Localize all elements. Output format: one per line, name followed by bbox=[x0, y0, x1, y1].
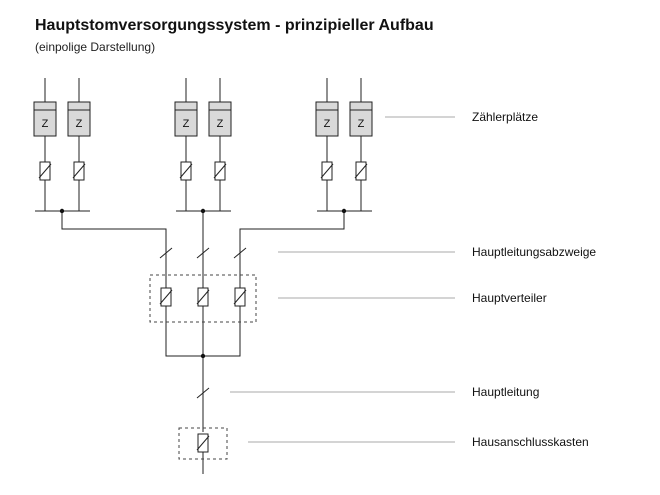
meter-fuses bbox=[38, 161, 368, 181]
leader-lines bbox=[230, 116, 455, 443]
meter-symbol: Z bbox=[324, 118, 331, 130]
meter-1: Z bbox=[33, 101, 57, 137]
label-main-distributor: Hauptverteiler bbox=[472, 291, 547, 305]
fuse-icon bbox=[233, 287, 247, 307]
label-meter-places: Zählerplätze bbox=[472, 110, 538, 124]
meter-3: Z bbox=[174, 101, 198, 137]
fuse-icon bbox=[320, 161, 334, 181]
label-branches: Hauptleitungsabzweige bbox=[472, 245, 596, 259]
fuse-icon bbox=[72, 161, 86, 181]
diagram-subtitle: (einpolige Darstellung) bbox=[35, 40, 156, 54]
meter-5: Z bbox=[315, 101, 339, 137]
diagram-title: Hauptstomversorgungssystem - prinzipiell… bbox=[35, 17, 434, 34]
fuse-icon bbox=[196, 287, 210, 307]
meter-2: Z bbox=[67, 101, 91, 137]
fuse-icon bbox=[213, 161, 227, 181]
label-house-connection-box: Hausanschlusskasten bbox=[472, 435, 589, 449]
meter-symbol: Z bbox=[217, 118, 224, 130]
meter-symbol: Z bbox=[358, 118, 365, 130]
label-main-line: Hauptleitung bbox=[472, 385, 539, 399]
fuse-icon bbox=[196, 433, 210, 453]
junction-dots bbox=[59, 208, 347, 359]
meter-4: Z bbox=[208, 101, 232, 137]
meter-places: Z Z Z Z Z Z bbox=[33, 101, 373, 137]
main-distributor bbox=[149, 274, 257, 323]
fuse-icon bbox=[354, 161, 368, 181]
fuse-icon bbox=[179, 161, 193, 181]
meter-6: Z bbox=[349, 101, 373, 137]
meter-symbol: Z bbox=[42, 118, 49, 130]
house-connection-box bbox=[178, 427, 228, 460]
meter-symbol: Z bbox=[183, 118, 190, 130]
fuse-icon bbox=[159, 287, 173, 307]
fuse-icon bbox=[38, 161, 52, 181]
wiring-lines bbox=[35, 78, 372, 474]
meter-symbol: Z bbox=[76, 118, 83, 130]
